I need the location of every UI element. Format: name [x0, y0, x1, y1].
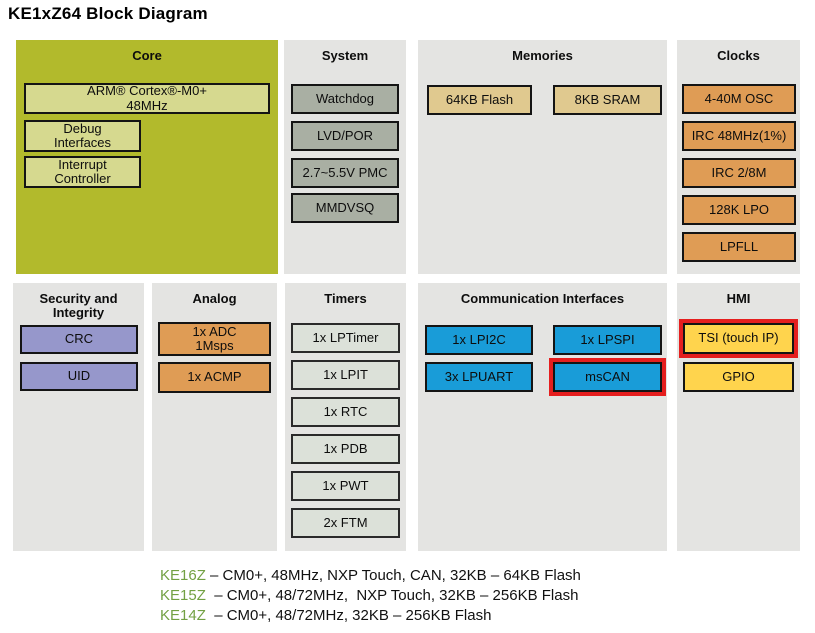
panel-clocks: Clocks 4-40M OSC IRC 48MHz(1%) IRC 2/8M …: [677, 40, 800, 274]
panel-analog: Analog 1x ADC 1Msps 1x ACMP: [152, 283, 277, 551]
block-rtc: 1x RTC: [291, 397, 400, 427]
footnote-ke15z: KE15Z – CM0+, 48/72MHz, NXP Touch, 32KB …: [160, 586, 581, 606]
block-128k-lpo: 128K LPO: [682, 195, 796, 225]
block-gpio: GPIO: [683, 362, 794, 392]
block-64kb-flash: 64KB Flash: [427, 85, 532, 115]
block-tsi-touch-ip-highlighted: TSI (touch IP): [679, 319, 798, 358]
block-arm-cortex-m0plus: ARM® Cortex®-M0+ 48MHz: [24, 83, 270, 114]
block-crc: CRC: [20, 325, 138, 354]
block-8kb-sram: 8KB SRAM: [553, 85, 662, 115]
block-lpit: 1x LPIT: [291, 360, 400, 390]
panel-system-title: System: [321, 48, 369, 63]
block-lptimer: 1x LPTimer: [291, 323, 400, 353]
footnote-model: KE15Z: [160, 587, 206, 604]
block-pmc: 2.7~5.5V PMC: [291, 158, 399, 188]
footnote-ke14z: KE14Z – CM0+, 48/72MHz, 32KB – 256KB Fla…: [160, 606, 581, 626]
panel-comm-title: Communication Interfaces: [460, 291, 625, 306]
panel-analog-title: Analog: [192, 291, 237, 306]
panel-memories: Memories 64KB Flash 8KB SRAM: [418, 40, 667, 274]
block-osc-4-40m: 4-40M OSC: [682, 84, 796, 114]
block-debug-interfaces: Debug Interfaces: [24, 120, 141, 152]
footnote-model: KE14Z: [160, 607, 206, 624]
block-ftm: 2x FTM: [291, 508, 400, 538]
page-title: KE1xZ64 Block Diagram: [8, 4, 208, 23]
panel-timers-title: Timers: [324, 291, 367, 306]
panel-memories-title: Memories: [512, 48, 573, 63]
block-lpuart: 3x LPUART: [425, 362, 533, 392]
panel-core: Core ARM® Cortex®-M0+ 48MHz Debug Interf…: [16, 40, 278, 274]
panel-timers: Timers 1x LPTimer 1x LPIT 1x RTC 1x PDB …: [285, 283, 406, 551]
footnote-model: KE16Z: [160, 567, 206, 584]
block-irc-2-8m: IRC 2/8M: [682, 158, 796, 188]
footnote-ke16z: KE16Z – CM0+, 48MHz, NXP Touch, CAN, 32K…: [160, 566, 581, 586]
footnote-desc: – CM0+, 48/72MHz, 32KB – 256KB Flash: [205, 607, 492, 624]
panel-hmi-title: HMI: [726, 291, 751, 306]
block-watchdog: Watchdog: [291, 84, 399, 114]
block-lpspi: 1x LPSPI: [553, 325, 662, 355]
block-mmdvsq: MMDVSQ: [291, 193, 399, 223]
family-footnotes: KE16Z – CM0+, 48MHz, NXP Touch, CAN, 32K…: [160, 566, 581, 626]
panel-communication-interfaces: Communication Interfaces 1x LPI2C 1x LPS…: [418, 283, 667, 551]
block-lvd-por: LVD/POR: [291, 121, 399, 151]
panel-security-integrity: Security and Integrity CRC UID: [13, 283, 144, 551]
panel-core-title: Core: [132, 48, 162, 63]
block-uid: UID: [20, 362, 138, 391]
footnote-desc: – CM0+, 48/72MHz, NXP Touch, 32KB – 256K…: [205, 587, 579, 604]
block-pdb: 1x PDB: [291, 434, 400, 464]
block-adc: 1x ADC 1Msps: [158, 322, 271, 356]
block-lpi2c: 1x LPI2C: [425, 325, 533, 355]
panel-hmi: HMI TSI (touch IP) GPIO: [677, 283, 800, 551]
block-irc-48mhz: IRC 48MHz(1%): [682, 121, 796, 151]
block-interrupt-controller: Interrupt Controller: [24, 156, 141, 188]
footnote-desc: – CM0+, 48MHz, NXP Touch, CAN, 32KB – 64…: [205, 567, 581, 584]
block-acmp: 1x ACMP: [158, 362, 271, 393]
block-lpfll: LPFLL: [682, 232, 796, 262]
block-mscan-highlighted: msCAN: [549, 358, 666, 396]
panel-system: System Watchdog LVD/POR 2.7~5.5V PMC MMD…: [284, 40, 406, 274]
panel-clocks-title: Clocks: [717, 48, 760, 63]
block-pwt: 1x PWT: [291, 471, 400, 501]
panel-security-title: Security and Integrity: [39, 291, 118, 321]
